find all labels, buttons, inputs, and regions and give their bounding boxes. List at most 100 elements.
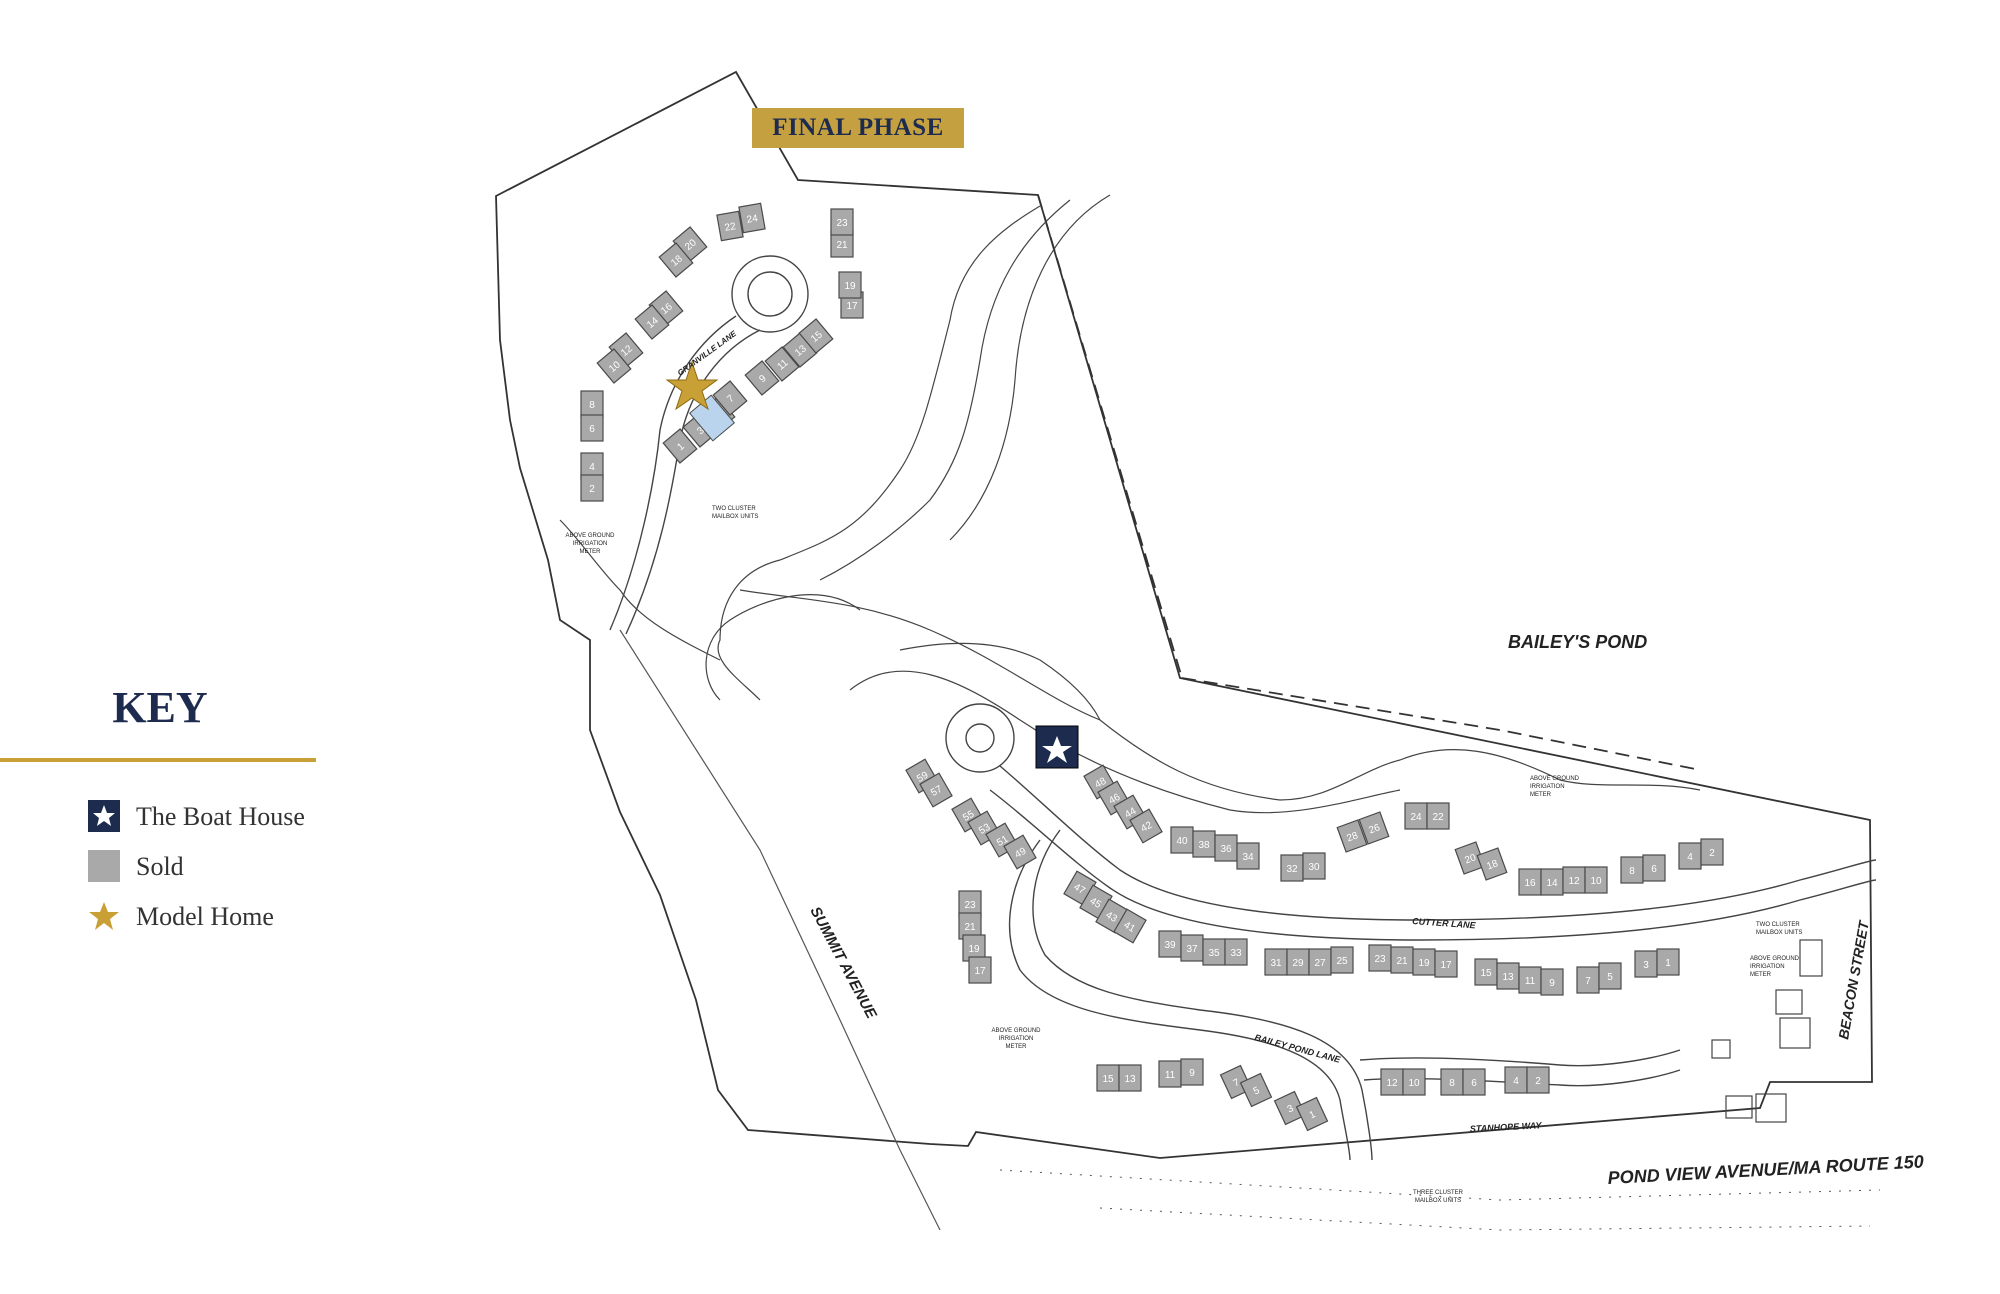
contour-lines	[559, 194, 1701, 814]
lot-unit: 10	[596, 348, 632, 384]
lot-number: 16	[1524, 878, 1536, 889]
lot-number: 7	[1232, 1077, 1242, 1090]
lot-number: 6	[1651, 864, 1657, 875]
boat-house-star-icon	[1042, 736, 1072, 763]
lot-unit: 30	[1302, 852, 1326, 880]
annotation-irrigation-meter-east: ABOVE GROUND IRRIGATION METER	[1530, 776, 1580, 798]
svg-text:METER: METER	[1750, 972, 1772, 978]
lot-number: 22	[724, 221, 737, 234]
lot-number: 11	[1525, 976, 1536, 987]
lot-number: 2	[1709, 848, 1715, 859]
svg-text:ABOVE GROUND: ABOVE GROUND	[1530, 776, 1580, 782]
svg-text:IRRIGATION: IRRIGATION	[573, 541, 608, 547]
granville-lane-road	[609, 255, 809, 635]
lot-unit: 9	[1540, 968, 1564, 996]
lot-number: 32	[1286, 864, 1298, 875]
lot-number: 29	[1292, 958, 1304, 969]
lot-unit: 43	[1095, 898, 1129, 934]
lot-unit: 2	[1700, 838, 1724, 866]
lot-unit: 19	[838, 271, 862, 299]
lot-number: 23	[1374, 954, 1386, 965]
lot-number: 42	[1139, 820, 1155, 835]
lot-number: 23	[836, 218, 848, 229]
lot-unit: 13	[1118, 1064, 1142, 1092]
svg-text:ABOVE GROUND: ABOVE GROUND	[1750, 956, 1800, 962]
model-home-star-icon	[665, 360, 719, 411]
lot-unit: 9	[744, 360, 780, 396]
key-divider	[0, 758, 316, 762]
lot-number: 4	[1513, 1076, 1519, 1087]
lot-number: 8	[1629, 866, 1635, 877]
lot-number: 24	[746, 213, 759, 226]
lot-unit: 5	[1598, 962, 1622, 990]
lot-number: 18	[1485, 858, 1500, 872]
lot-unit: 23	[830, 208, 854, 236]
lot-number: 22	[1432, 812, 1444, 823]
lot-number: 6	[589, 424, 595, 435]
lot-unit: 49	[1003, 834, 1037, 870]
lot-unit: 25	[1330, 946, 1354, 974]
lot-number: 21	[964, 922, 976, 933]
lot-number: 6	[1471, 1078, 1477, 1089]
lot-number: 19	[1418, 958, 1430, 969]
lot-unit: 13	[782, 332, 818, 368]
svg-text:TWO CLUSTER: TWO CLUSTER	[1756, 922, 1800, 928]
lot-number: 31	[1270, 958, 1282, 969]
lot-number: 8	[1449, 1078, 1455, 1089]
pond-view-avenue-label: POND VIEW AVENUE/MA ROUTE 150	[1607, 1151, 1924, 1188]
lot-unit: 57	[919, 772, 953, 808]
lot-number: 20	[1463, 852, 1478, 866]
key-label-boat-house: The Boat House	[136, 802, 305, 831]
lot-unit: 15	[1474, 958, 1498, 986]
annotation-two-cluster-mailbox-north: TWO CLUSTER MAILBOX UNITS	[712, 506, 758, 520]
lot-number: 5	[1252, 1085, 1262, 1098]
lot-number: 41	[1122, 920, 1138, 935]
lot-number: 9	[1549, 978, 1555, 989]
lot-number: 8	[589, 400, 595, 411]
lot-number: 17	[846, 301, 858, 312]
annotation-irrigation-meter-south: ABOVE GROUND IRRIGATION METER	[991, 1028, 1041, 1050]
lot-unit: 3	[1273, 1090, 1307, 1126]
lot-unit: 17	[968, 956, 992, 984]
lot-unit: 1	[1295, 1096, 1329, 1132]
lot-unit: 21	[1390, 946, 1414, 974]
summit-avenue-road	[619, 629, 941, 1231]
lot-unit: 18	[658, 242, 694, 278]
lot-unit: 24	[1404, 802, 1428, 830]
key-label-model-home: Model Home	[136, 902, 274, 931]
pond-boundary-north	[1181, 677, 1701, 771]
svg-text:MAILBOX UNITS: MAILBOX UNITS	[1756, 930, 1802, 936]
lot-unit: 11	[764, 346, 800, 382]
lot-unit: 10	[1402, 1068, 1426, 1096]
gray-square-icon	[88, 850, 120, 882]
lot-unit: 12	[1380, 1068, 1404, 1096]
lot-unit: 18	[1476, 847, 1508, 881]
lot-unit: 10	[1584, 866, 1608, 894]
lot-number: 36	[1220, 844, 1232, 855]
lot-number: 4	[1687, 852, 1693, 863]
lot-number: 40	[1176, 836, 1188, 847]
lot-unit: 15	[798, 318, 834, 354]
lot-number: 21	[836, 240, 848, 251]
svg-text:ABOVE GROUND: ABOVE GROUND	[565, 533, 615, 539]
lot-number: 1	[1308, 1109, 1318, 1122]
lot-number: 4	[589, 462, 595, 473]
lot-unit: 40	[1170, 826, 1194, 854]
lot-unit: 35	[1202, 938, 1226, 966]
lot-number: 12	[1386, 1078, 1398, 1089]
lot-number: 15	[1480, 968, 1492, 979]
lot-number: 3	[1286, 1103, 1296, 1116]
beacon-street-label: BEACON STREET	[1835, 918, 1872, 1040]
lot-number: 23	[964, 900, 976, 911]
cutter-lane-road	[945, 703, 1877, 941]
existing-buildings	[1711, 939, 1823, 1123]
lot-unit: 6	[1642, 854, 1666, 882]
lot-unit: 4	[1678, 842, 1702, 870]
lot-number: 28	[1345, 830, 1360, 844]
lot-unit: 2	[580, 474, 604, 502]
lot-number: 17	[974, 966, 986, 977]
svg-text:METER: METER	[1006, 1044, 1028, 1050]
